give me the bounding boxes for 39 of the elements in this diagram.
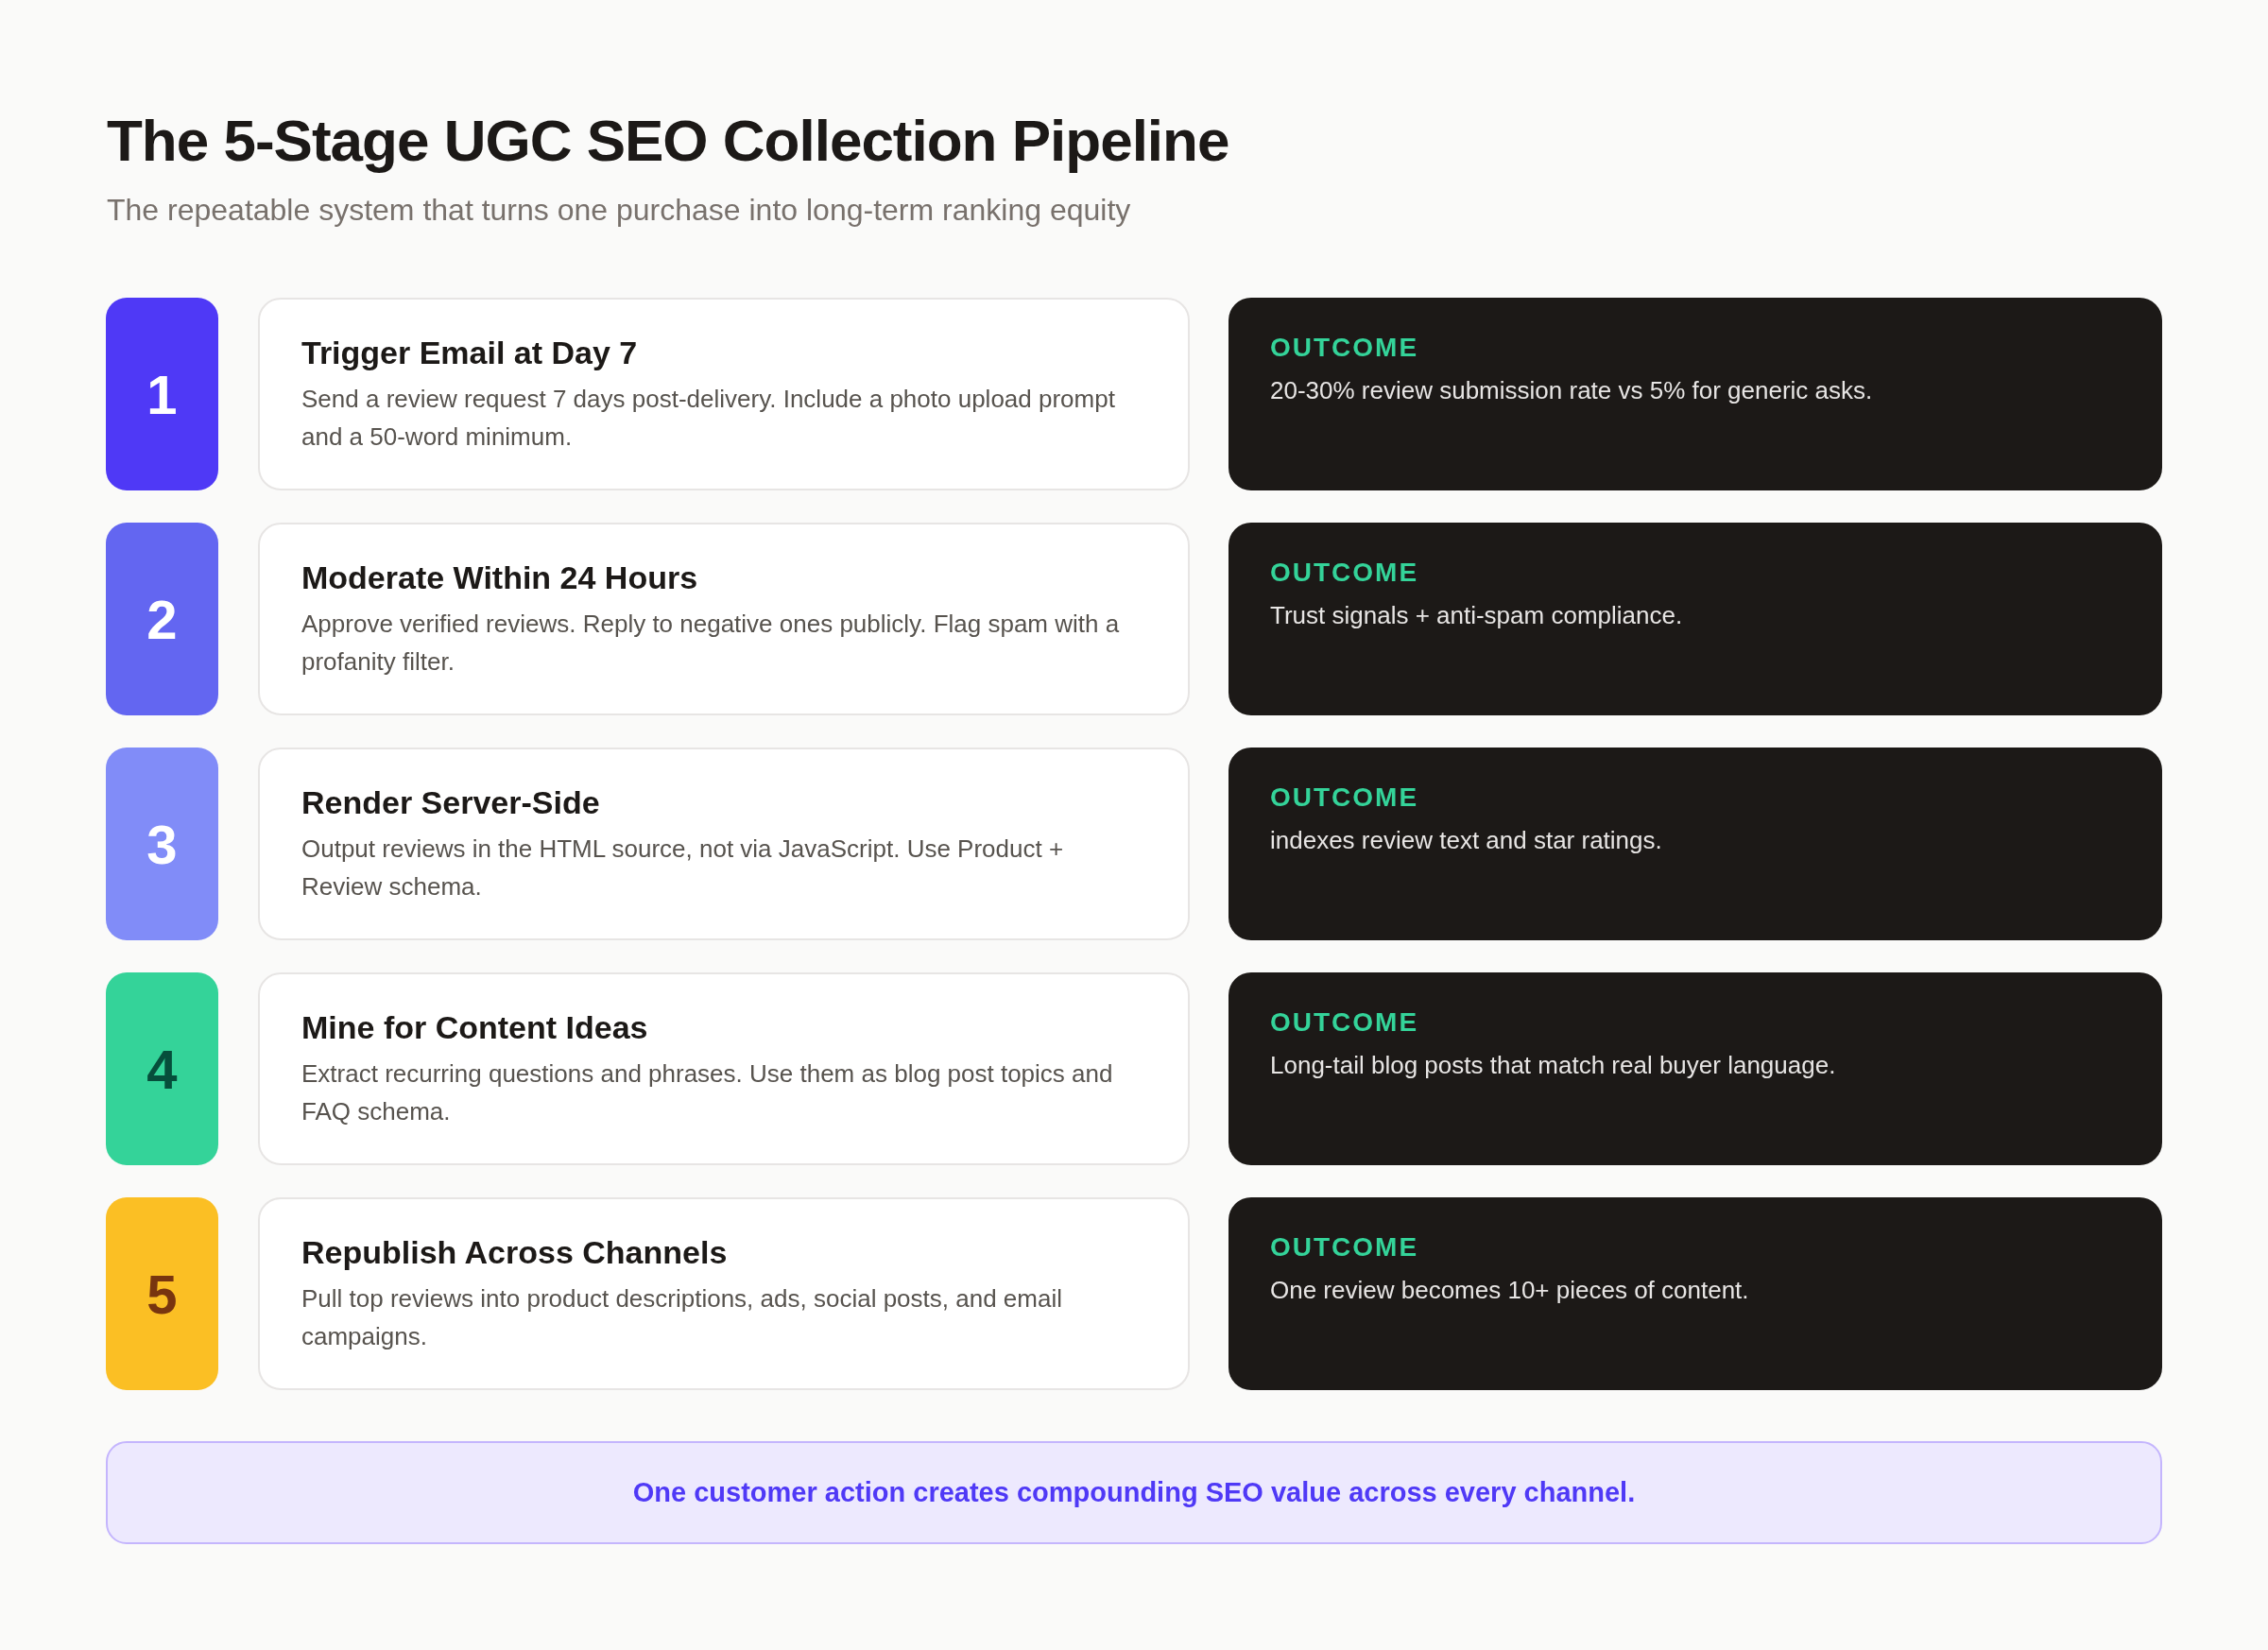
outcome-card (1228, 972, 2162, 1165)
step-card (258, 1197, 1190, 1390)
step-card (258, 748, 1190, 940)
step-title: Trigger Email at Day 7 (301, 334, 638, 372)
outcome-label: OUTCOME (1270, 782, 1419, 814)
step-number: 3 (106, 748, 218, 940)
step-number: 4 (106, 972, 218, 1165)
step-card (258, 523, 1190, 715)
outcome-text: indexes review text and star ratings. (1270, 824, 1663, 856)
outcome-label: OUTCOME (1270, 1231, 1419, 1263)
outcome-card (1228, 298, 2162, 490)
outcome-card (1228, 523, 2162, 715)
title: The 5-Stage UGC SEO Collection Pipeline (107, 107, 1229, 175)
step-number: 1 (106, 298, 218, 490)
outcome-card (1228, 748, 2162, 940)
step-title: Mine for Content Ideas (301, 1008, 648, 1047)
step-description: Approve verified reviews. Reply to negative ones publicly. Flag spam with a profanity filter. (301, 608, 1121, 678)
outcome-card (1228, 1197, 2162, 1390)
subtitle: The repeatable system that turns one purchase into long-term ranking equity (107, 192, 1131, 229)
outcome-text: 20-30% review submission rate vs 5% for generic asks. (1270, 374, 1874, 406)
step-title: Republish Across Channels (301, 1233, 728, 1272)
step-card (258, 972, 1190, 1165)
step-number: 5 (106, 1197, 218, 1390)
step-description: Pull top reviews into product descriptions, ads, social posts, and email campaigns. (301, 1282, 1063, 1352)
outcome-text: One review becomes 10+ pieces of content. (1270, 1274, 1750, 1306)
outcome-label: OUTCOME (1270, 1006, 1419, 1039)
summary-text: One customer action creates compounding SEO value across every channel. (632, 1477, 1636, 1508)
step-title: Moderate Within 24 Hours (301, 559, 698, 597)
step-title: Render Server-Side (301, 783, 600, 822)
step-description: Extract recurring questions and phrases. Use them as blog post topics and FAQ schema. (301, 1057, 1114, 1127)
step-description: Send a review request 7 days post-delivery. Include a photo upload prompt and a 50-word minimum. (301, 383, 1116, 453)
step-card (258, 298, 1190, 490)
outcome-label: OUTCOME (1270, 332, 1419, 364)
step-number: 2 (106, 523, 218, 715)
outcome-text: Long-tail blog posts that match real buyer language. (1270, 1049, 1837, 1081)
step-description: Output reviews in the HTML source, not via JavaScript. Use Product + Review schema. (301, 833, 1065, 902)
outcome-label: OUTCOME (1270, 557, 1419, 589)
summary-banner (106, 1441, 2162, 1544)
outcome-text: Trust signals + anti-spam compliance. (1270, 599, 1684, 631)
